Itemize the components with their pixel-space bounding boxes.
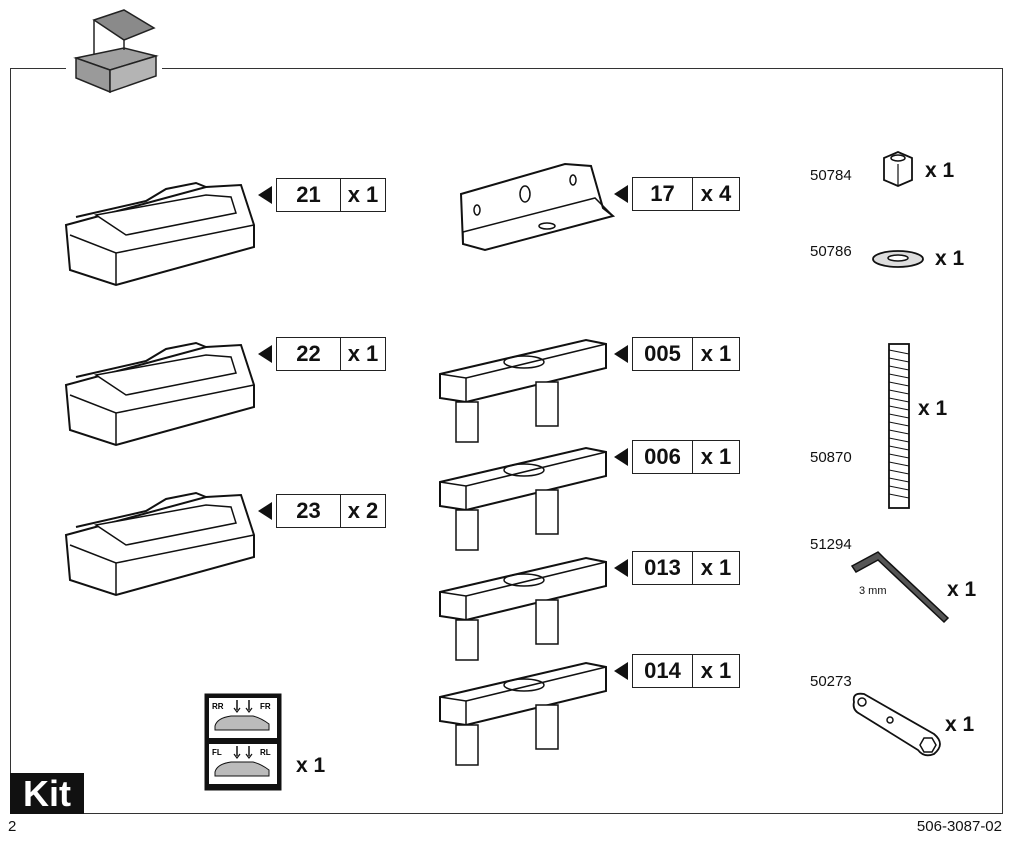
pointer-icon bbox=[258, 502, 272, 520]
pointer-icon bbox=[258, 345, 272, 363]
qty-50784: x 1 bbox=[925, 159, 955, 182]
part-code-50784: 50784 bbox=[810, 167, 852, 184]
foot-pad-21 bbox=[64, 181, 255, 287]
clamp-006 bbox=[439, 446, 607, 551]
part-code-50273: 50273 bbox=[810, 673, 852, 690]
part-number: 17 bbox=[632, 177, 692, 211]
part-quantity: x 4 bbox=[692, 177, 740, 211]
callout-005: 005 x 1 bbox=[614, 337, 740, 371]
kit-label: Kit bbox=[10, 773, 84, 814]
qty-50273: x 1 bbox=[945, 713, 975, 736]
qty-50870: x 1 bbox=[918, 397, 948, 420]
pointer-icon bbox=[258, 186, 272, 204]
sticker-label-fl: FL bbox=[212, 748, 222, 757]
pointer-icon bbox=[614, 448, 628, 466]
callout-013: 013 x 1 bbox=[614, 551, 740, 585]
pointer-icon bbox=[614, 662, 628, 680]
wrench-icon bbox=[852, 692, 941, 757]
sticker-label-fr: FR bbox=[260, 702, 271, 711]
qty-50786: x 1 bbox=[935, 247, 965, 270]
callout-21: 21 x 1 bbox=[258, 178, 386, 212]
callout-014: 014 x 1 bbox=[614, 654, 740, 688]
callout-006: 006 x 1 bbox=[614, 440, 740, 474]
hex-key-icon bbox=[850, 551, 950, 624]
clamp-014 bbox=[439, 661, 607, 766]
part-quantity: x 1 bbox=[692, 440, 740, 474]
washer-icon bbox=[872, 250, 924, 268]
position-sticker-icon: RR FR FL RL bbox=[204, 693, 282, 791]
part-number: 006 bbox=[632, 440, 692, 474]
bracket-17 bbox=[459, 162, 615, 252]
document-number: 506-3087-02 bbox=[916, 818, 1002, 835]
qty-sticker: x 1 bbox=[296, 754, 326, 777]
page-number: 2 bbox=[8, 818, 17, 835]
pointer-icon bbox=[614, 559, 628, 577]
hex-key-size: 3 mm bbox=[859, 585, 887, 597]
page-frame bbox=[10, 68, 1003, 814]
part-quantity: x 1 bbox=[340, 337, 386, 371]
part-number: 23 bbox=[276, 494, 340, 528]
part-code-51294: 51294 bbox=[810, 536, 852, 553]
qty-51294: x 1 bbox=[947, 578, 977, 601]
part-quantity: x 1 bbox=[692, 551, 740, 585]
part-code-50870: 50870 bbox=[810, 449, 852, 466]
pointer-icon bbox=[614, 345, 628, 363]
clamp-005 bbox=[439, 338, 607, 443]
callout-22: 22 x 1 bbox=[258, 337, 386, 371]
part-quantity: x 1 bbox=[692, 654, 740, 688]
threaded-rod-icon bbox=[888, 343, 910, 509]
foot-pad-23 bbox=[64, 491, 255, 597]
part-number: 22 bbox=[276, 337, 340, 371]
callout-17: 17 x 4 bbox=[614, 177, 740, 211]
part-number: 005 bbox=[632, 337, 692, 371]
sticker-label-rr: RR bbox=[212, 702, 224, 711]
part-quantity: x 1 bbox=[340, 178, 386, 212]
sticker-label-rl: RL bbox=[260, 748, 271, 757]
nut-icon bbox=[883, 151, 913, 187]
part-quantity: x 1 bbox=[692, 337, 740, 371]
part-number: 21 bbox=[276, 178, 340, 212]
callout-23: 23 x 2 bbox=[258, 494, 386, 528]
box-icon bbox=[66, 8, 162, 98]
part-number: 013 bbox=[632, 551, 692, 585]
pointer-icon bbox=[614, 185, 628, 203]
part-quantity: x 2 bbox=[340, 494, 386, 528]
part-number: 014 bbox=[632, 654, 692, 688]
clamp-013 bbox=[439, 556, 607, 661]
foot-pad-22 bbox=[64, 341, 255, 447]
part-code-50786: 50786 bbox=[810, 243, 852, 260]
